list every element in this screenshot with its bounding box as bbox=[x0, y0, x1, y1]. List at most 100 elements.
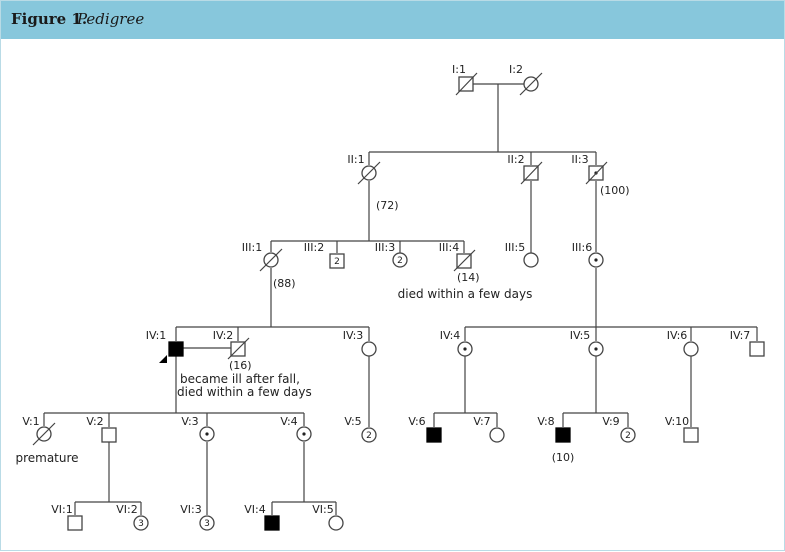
carrier-dot-icon bbox=[594, 258, 598, 262]
count-v9: 2 bbox=[625, 431, 631, 441]
individual-iii6: III:6 bbox=[572, 241, 604, 268]
individual-iv3: IV:3 bbox=[343, 329, 377, 357]
individual-v1: V:1 premature bbox=[15, 415, 78, 465]
individual-iv1: IV:1 bbox=[146, 329, 184, 363]
label-v10: V:10 bbox=[665, 415, 689, 428]
label-iv4: IV:4 bbox=[440, 329, 461, 342]
individual-iv2: IV:2 (16) became ill after fall, died wi… bbox=[177, 329, 312, 399]
age-ii1: (72) bbox=[376, 199, 399, 212]
label-iv5: IV:5 bbox=[570, 329, 591, 342]
individual-v10: V:10 bbox=[665, 415, 699, 443]
label-v3: V:3 bbox=[181, 415, 198, 428]
individual-vi3: 3 VI:3 bbox=[180, 503, 215, 531]
individual-iii3: 2 III:3 bbox=[375, 241, 408, 268]
individual-v2: V:2 bbox=[86, 415, 117, 443]
label-iii5: III:5 bbox=[505, 241, 525, 254]
affected-male-square-icon bbox=[555, 427, 571, 443]
female-circle-icon bbox=[328, 515, 344, 531]
deceased-slash-icon bbox=[227, 337, 250, 360]
male-square-icon bbox=[683, 427, 699, 443]
individual-i2: I:2 bbox=[509, 63, 543, 96]
individual-iii5: III:5 bbox=[505, 241, 539, 268]
label-iv1: IV:1 bbox=[146, 329, 167, 342]
age-ii3: (100) bbox=[600, 184, 630, 197]
individual-v9: 2 V:9 bbox=[602, 415, 636, 443]
individual-vi1: VI:1 bbox=[51, 503, 83, 531]
female-circle-icon bbox=[523, 252, 539, 268]
label-v1: V:1 bbox=[22, 415, 39, 428]
age-v8: (10) bbox=[552, 451, 575, 464]
label-iii3: III:3 bbox=[375, 241, 395, 254]
proband-arrow-icon bbox=[159, 355, 167, 363]
deceased-slash-icon bbox=[455, 72, 478, 96]
female-circle-icon bbox=[199, 515, 215, 531]
label-i1: I:1 bbox=[452, 63, 466, 76]
individual-v4: V:4 bbox=[280, 415, 312, 442]
label-ii3: II:3 bbox=[571, 153, 588, 166]
individual-iv4: IV:4 bbox=[440, 329, 473, 357]
note-iv2-line1: became ill after fall, bbox=[180, 372, 300, 386]
count-v5: 2 bbox=[366, 431, 372, 441]
individual-i1: I:1 bbox=[452, 63, 478, 96]
carrier-dot-icon bbox=[594, 347, 598, 351]
figure-title: Pedigree bbox=[77, 10, 145, 28]
figure-label: Figure 1. bbox=[11, 10, 88, 28]
label-iv7: IV:7 bbox=[730, 329, 751, 342]
figure-header: Figure 1. Pedigree bbox=[1, 1, 784, 39]
individual-iii2: 2 III:2 bbox=[304, 241, 345, 269]
label-vi4: VI:4 bbox=[244, 503, 265, 516]
count-iii3: 2 bbox=[397, 256, 403, 266]
affected-male-square-icon bbox=[264, 515, 280, 531]
individual-vi5: VI:5 bbox=[312, 503, 344, 531]
count-vi3: 3 bbox=[204, 519, 210, 529]
count-iii2: 2 bbox=[334, 257, 340, 267]
deceased-slash-icon bbox=[32, 422, 56, 446]
deceased-slash-icon bbox=[259, 248, 283, 272]
male-square-icon bbox=[749, 341, 765, 357]
individual-v5: 2 V:5 bbox=[344, 415, 377, 443]
individual-v3: V:3 bbox=[181, 415, 215, 442]
label-v5: V:5 bbox=[344, 415, 361, 428]
affected-male-square-icon bbox=[426, 427, 442, 443]
label-v9: V:9 bbox=[602, 415, 619, 428]
label-iii1: III:1 bbox=[242, 241, 262, 254]
female-circle-icon bbox=[361, 427, 377, 443]
label-vi3: VI:3 bbox=[180, 503, 201, 516]
note-iv2-line2: died within a few days bbox=[177, 385, 312, 399]
female-circle-icon bbox=[489, 427, 505, 443]
label-vi1: VI:1 bbox=[51, 503, 72, 516]
age-iii4: (14) bbox=[457, 271, 480, 284]
female-circle-icon bbox=[392, 252, 408, 268]
carrier-dot-icon bbox=[302, 432, 306, 436]
individual-vi2: 3 VI:2 bbox=[116, 503, 149, 531]
deceased-slash-icon bbox=[453, 249, 476, 272]
label-iii6: III:6 bbox=[572, 241, 592, 254]
deceased-slash-icon bbox=[357, 161, 381, 185]
individual-iv6: IV:6 bbox=[667, 329, 699, 357]
deceased-slash-icon bbox=[519, 72, 543, 96]
female-circle-icon bbox=[133, 515, 149, 531]
female-circle-icon bbox=[620, 427, 636, 443]
label-v8: V:8 bbox=[537, 415, 554, 428]
pedigree-lines bbox=[43, 83, 758, 515]
individual-vi4: VI:4 bbox=[244, 503, 280, 531]
deceased-slash-icon bbox=[520, 161, 543, 185]
label-ii2: II:2 bbox=[507, 153, 524, 166]
label-iii4: III:4 bbox=[439, 241, 459, 254]
carrier-dot-icon bbox=[205, 432, 209, 436]
male-square-icon bbox=[67, 515, 83, 531]
label-v2: V:2 bbox=[86, 415, 103, 428]
label-v4: V:4 bbox=[280, 415, 297, 428]
individual-v8: V:8 (10) bbox=[537, 415, 574, 464]
individual-v6: V:6 bbox=[408, 415, 442, 443]
label-v7: V:7 bbox=[473, 415, 490, 428]
individual-v7: V:7 bbox=[473, 415, 505, 443]
age-iv2: (16) bbox=[229, 359, 252, 372]
note-iii4: died within a few days bbox=[398, 287, 533, 301]
individual-iii1: III:1 (88) bbox=[242, 241, 296, 290]
deceased-slash-icon bbox=[585, 161, 608, 185]
individual-iv7: IV:7 bbox=[730, 329, 765, 357]
individual-iv5: IV:5 bbox=[570, 329, 604, 357]
